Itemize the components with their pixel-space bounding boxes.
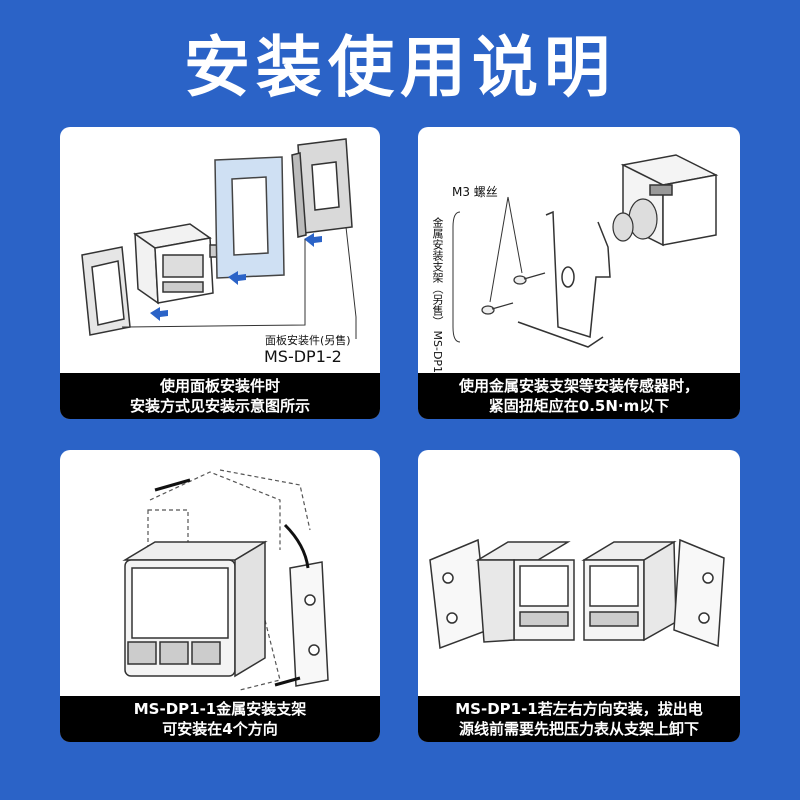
- caption: 使用面板安装件时 安装方式见安装示意图所示: [60, 373, 380, 419]
- caption-line-2: 可安装在4个方向: [162, 720, 278, 738]
- panel-metal-bracket: M3 螺丝 金属安装支架（另售） MS-DP1-1 使用金属安装支架等安装传感器…: [418, 127, 740, 419]
- metal-bracket: [289, 561, 329, 687]
- panel-mount-illustration: [81, 138, 357, 339]
- left-bracket: [429, 538, 489, 650]
- caption-line-2: 紧固扭矩应在0.5N·m以下: [488, 397, 670, 415]
- caption-line-2: 源线前需要先把压力表从支架上卸下: [458, 720, 699, 738]
- panel-side-mount: MS-DP1-1若左右方向安装，拔出电 源线前需要先把压力表从支架上卸下: [418, 450, 740, 742]
- m3-screws: [481, 272, 546, 315]
- caption: 使用金属安装支架等安装传感器时， 紧固扭矩应在0.5N·m以下: [418, 373, 740, 419]
- right-bracket: [673, 538, 725, 648]
- caption-line-1: MS-DP1-1若左右方向安装，拔出电: [455, 700, 703, 718]
- sensor-device: [122, 540, 268, 678]
- rear-bracket: [291, 138, 353, 238]
- page-title: 安装使用说明: [184, 29, 616, 106]
- bracket-mount-illustration: [452, 154, 719, 348]
- mounting-panel: [214, 156, 285, 279]
- kit-label: 面板安装件(另售): [265, 334, 351, 347]
- bracket-model: MS-DP1-1: [431, 330, 444, 385]
- direction-arrows: [150, 233, 322, 321]
- caption: MS-DP1-1金属安装支架 可安装在4个方向: [60, 696, 380, 742]
- pressure-fitting: [612, 198, 658, 242]
- panel-install-kit: 面板安装件(另售) MS-DP1-2 使用面板安装件时 安装方式见安装示意图所示: [60, 127, 380, 419]
- sensor-device: [133, 223, 225, 305]
- rotation-arrows: [154, 478, 310, 687]
- bracket-label: 金属安装支架（另售）: [431, 217, 444, 327]
- side-mount-illustration: [429, 538, 725, 650]
- caption-line-1: 使用面板安装件时: [159, 377, 280, 395]
- caption: MS-DP1-1若左右方向安装，拔出电 源线前需要先把压力表从支架上卸下: [418, 696, 740, 742]
- panel-four-directions: MS-DP1-1金属安装支架 可安装在4个方向: [60, 450, 380, 742]
- kit-model: MS-DP1-2: [264, 347, 342, 366]
- four-direction-illustration: [122, 469, 329, 691]
- sensor-left: [475, 541, 575, 643]
- caption-line-1: MS-DP1-1金属安装支架: [133, 700, 307, 718]
- sensor-right: [581, 540, 677, 642]
- caption-line-1: 使用金属安装支架等安装传感器时，: [458, 377, 699, 395]
- metal-bracket: [517, 210, 611, 348]
- screw-label: M3 螺丝: [452, 185, 498, 199]
- front-bezel: [81, 246, 131, 336]
- caption-line-2: 安装方式见安装示意图所示: [129, 397, 310, 415]
